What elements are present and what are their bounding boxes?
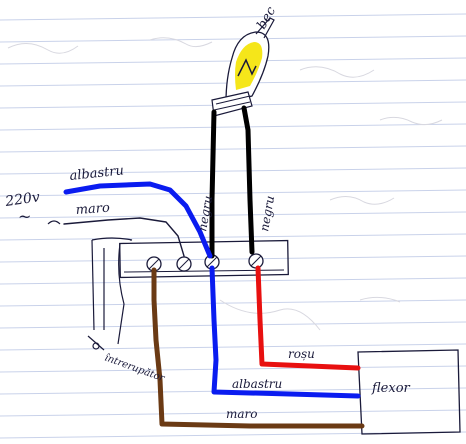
wire-blue-supply — [63, 181, 213, 259]
label-albastru-bottom: albastru — [232, 377, 282, 391]
bulb-tip — [255, 17, 275, 39]
label-bulb: bec — [254, 4, 279, 32]
bulb — [211, 17, 275, 117]
supply-tilde-left — [47, 220, 61, 225]
label-negru-left: negru — [195, 195, 215, 233]
label-supply-voltage: 220v — [3, 189, 41, 210]
wire-maro-supply-pen — [63, 217, 185, 257]
label-maro-bottom: maro — [226, 407, 258, 421]
switch-sketch — [87, 237, 133, 351]
label-rosu: roșu — [288, 347, 315, 361]
flexor-box — [357, 349, 461, 435]
label-maro-top: maro — [75, 201, 110, 218]
wire-black-left — [209, 109, 217, 259]
terminal-screw-slots — [148, 255, 262, 270]
wire-brown — [151, 267, 365, 429]
wire-black-right — [241, 105, 255, 255]
label-supply-symbol: ~ — [18, 207, 31, 226]
label-flexor: flexor — [371, 381, 411, 396]
wire-red — [255, 265, 361, 371]
bulb-filament — [237, 58, 257, 77]
label-albastru-top: albastru — [69, 163, 125, 184]
paper-ghost-marks — [7, 37, 443, 331]
wire-blue-flexor — [209, 265, 361, 399]
label-negru-right: negru — [257, 195, 277, 233]
terminal-screws — [146, 253, 264, 272]
